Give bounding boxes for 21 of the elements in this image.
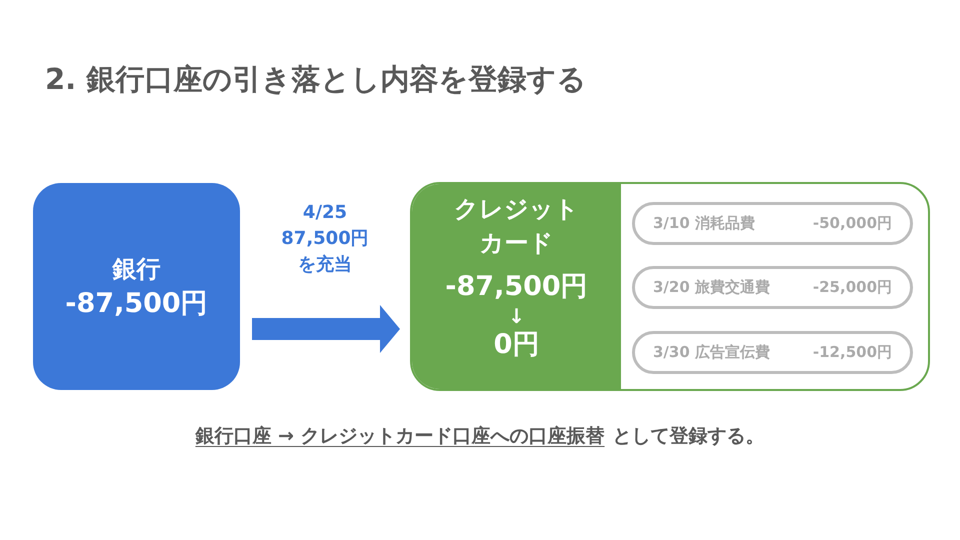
expense-item: 3/30 広告宣伝費 (653, 342, 770, 364)
expense-pill (632, 331, 913, 374)
down-arrow-glyph: ↓ (508, 304, 525, 328)
expense-amount: -50,000円 (812, 213, 892, 234)
credit-card-panel (410, 182, 930, 391)
balance-value: -87,500円 (445, 270, 588, 304)
expense-pill (632, 266, 913, 309)
balance-value: -87,500円 (65, 286, 208, 320)
expense-pill (632, 202, 913, 245)
expense-amount: -12,500円 (812, 342, 892, 364)
bank-box (33, 183, 240, 390)
balance-value: 0円 (494, 328, 540, 362)
expense-item: 3/10 消耗品費 (653, 213, 756, 234)
expense-amount: -25,000円 (812, 277, 892, 298)
node-heading: 銀行 (112, 254, 160, 284)
node-heading: クレジットカード (454, 194, 580, 259)
title: 2. 銀行口座の引き落とし内容を登録する (45, 61, 586, 98)
expense-item: 3/20 旅費交通費 (653, 277, 770, 298)
caption-text: として登録する。 (612, 424, 765, 449)
caption-text: 銀行口座 → クレジットカード口座への口座振替 (195, 424, 605, 449)
block-arrow (252, 305, 400, 353)
